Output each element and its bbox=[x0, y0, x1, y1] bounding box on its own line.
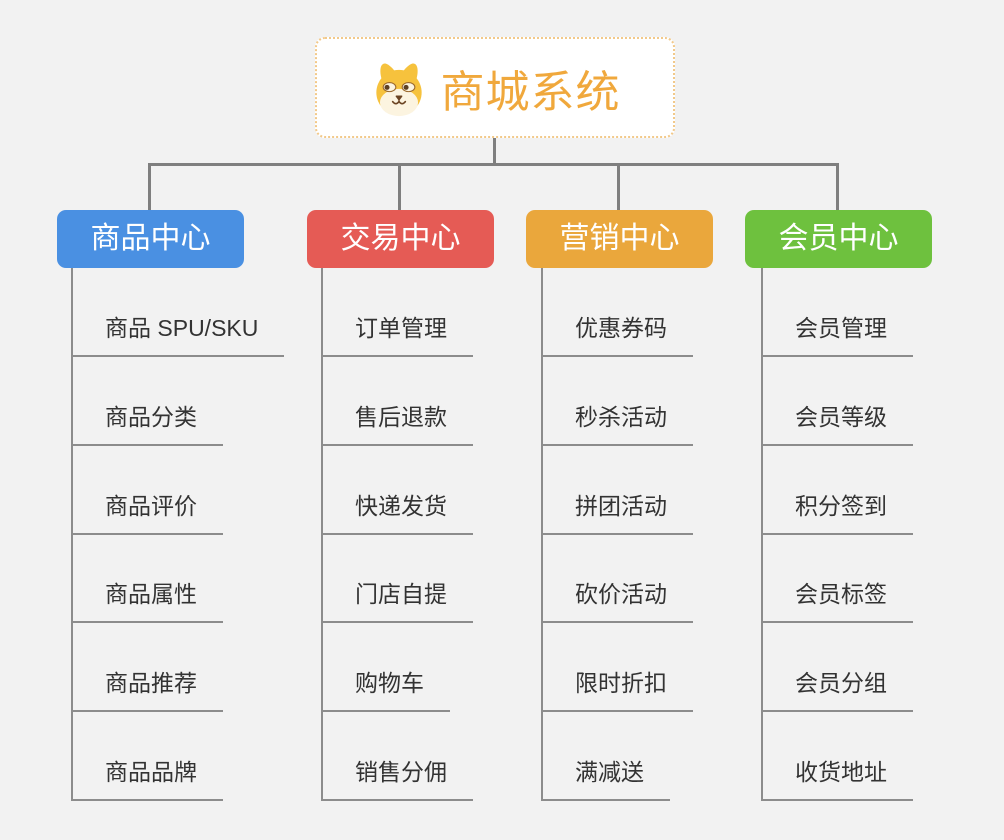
mindmap-item[interactable]: 售后退款 bbox=[321, 398, 473, 446]
mindmap-item[interactable]: 限时折扣 bbox=[541, 664, 693, 712]
mindmap-item[interactable]: 会员等级 bbox=[761, 398, 913, 446]
mindmap-item[interactable]: 购物车 bbox=[321, 664, 450, 712]
mindmap-item[interactable]: 砍价活动 bbox=[541, 575, 693, 623]
mindmap-item[interactable]: 商品评价 bbox=[71, 487, 223, 535]
mindmap-item[interactable]: 商品分类 bbox=[71, 398, 223, 446]
drop-line bbox=[398, 163, 401, 210]
mindmap-item[interactable]: 订单管理 bbox=[321, 309, 473, 357]
mindmap-item[interactable]: 收货地址 bbox=[761, 753, 913, 801]
mindmap-item[interactable]: 门店自提 bbox=[321, 575, 473, 623]
root-stem-line bbox=[493, 138, 496, 166]
branch-node-member-center[interactable]: 会员中心 bbox=[745, 210, 932, 268]
mindmap-item[interactable]: 满减送 bbox=[541, 753, 670, 801]
mindmap-item[interactable]: 快递发货 bbox=[321, 487, 473, 535]
mindmap-item[interactable]: 会员分组 bbox=[761, 664, 913, 712]
mindmap-item[interactable]: 商品推荐 bbox=[71, 664, 223, 712]
mindmap-item[interactable]: 秒杀活动 bbox=[541, 398, 693, 446]
mindmap-item[interactable]: 会员标签 bbox=[761, 575, 913, 623]
dog-face-icon bbox=[375, 62, 422, 116]
root-title: 商城系统 bbox=[440, 67, 621, 117]
mindmap-item[interactable]: 商品品牌 bbox=[71, 753, 223, 801]
mindmap-item[interactable]: 会员管理 bbox=[761, 309, 913, 357]
branch-node-trade-center[interactable]: 交易中心 bbox=[307, 210, 494, 268]
root-node[interactable]: 商城系统 bbox=[315, 37, 675, 138]
mindmap-item[interactable]: 销售分佣 bbox=[321, 753, 473, 801]
drop-line bbox=[836, 163, 839, 210]
mindmap-item[interactable]: 商品 SPU/SKU bbox=[71, 309, 285, 357]
mindmap-item[interactable]: 优惠券码 bbox=[541, 309, 693, 357]
mindmap-item[interactable]: 积分签到 bbox=[761, 487, 913, 535]
branch-node-marketing-center[interactable]: 营销中心 bbox=[526, 210, 713, 268]
branch-bus-line bbox=[148, 163, 839, 166]
drop-line bbox=[617, 163, 620, 210]
mindmap-item[interactable]: 拼团活动 bbox=[541, 487, 693, 535]
drop-line bbox=[148, 163, 151, 210]
branch-node-product-center[interactable]: 商品中心 bbox=[57, 210, 244, 268]
mindmap-item[interactable]: 商品属性 bbox=[71, 575, 223, 623]
